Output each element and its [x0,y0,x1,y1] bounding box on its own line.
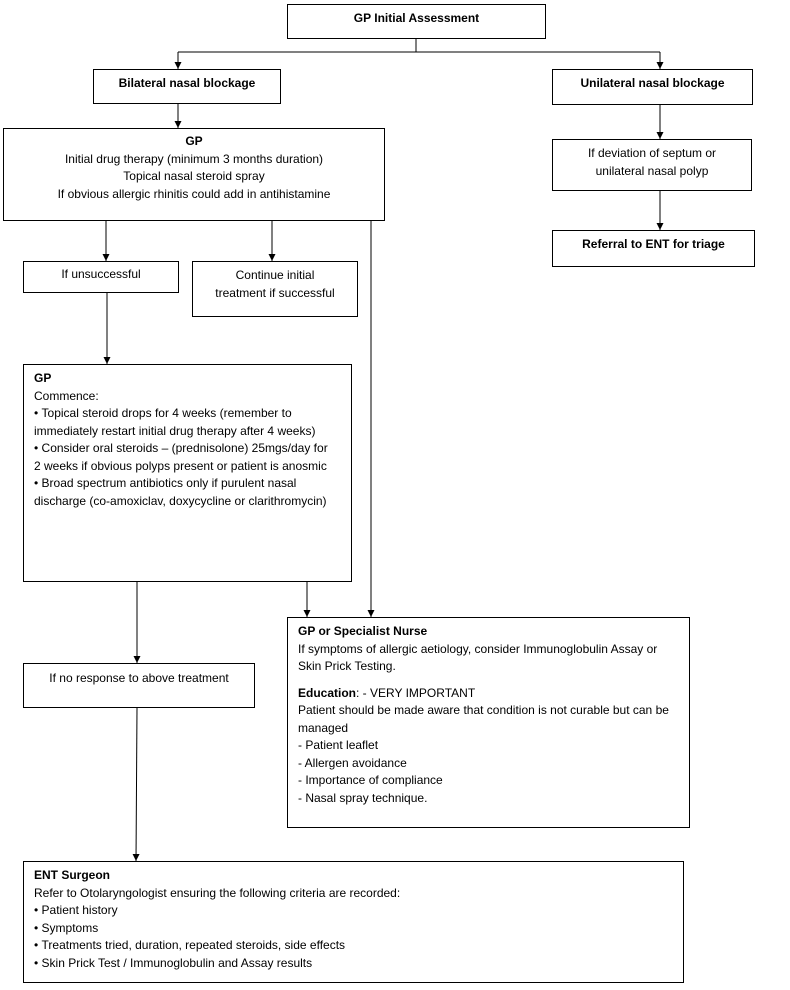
gp-initial-assessment-title: GP Initial Assessment [353,11,480,25]
no-response-box: If no response to above treatment [23,663,255,708]
deviation-septum-line-2: unilateral nasal polyp [595,163,709,178]
education-label: Education [298,685,357,700]
gp-nurse-item-3: - Importance of compliance [298,773,443,787]
gp-initial-drug-line-2: Topical nasal steroid spray [123,169,265,183]
bilateral-blockage-title: Bilateral nasal blockage [118,76,256,90]
gp-commence-bullet-1: Topical steroid drops for 4 weeks (remem… [34,405,337,440]
referral-triage-title: Referral to ENT for triage [582,237,725,251]
if-unsuccessful-box: If unsuccessful [23,261,179,293]
deviation-septum-box: If deviation of septum or unilateral nas… [552,139,752,191]
gp-initial-drug-box: GP Initial drug therapy (minimum 3 month… [3,128,385,221]
ent-surgeon-box: ENT Surgeon Refer to Otolaryngologist en… [23,861,684,983]
bilateral-blockage-box: Bilateral nasal blockage [93,69,281,104]
gp-nurse-item-2: - Allergen avoidance [298,755,407,770]
gp-initial-drug-line-1: Initial drug therapy (minimum 3 months d… [64,151,324,166]
ent-surgeon-bullet-2: Symptoms [34,920,673,938]
gp-initial-assessment-box: GP Initial Assessment [287,4,546,39]
unilateral-blockage-title: Unilateral nasal blockage [580,76,725,90]
gp-initial-drug-title: GP [185,134,203,148]
gp-commence-bullet-2: Consider oral steroids – (prednisolone) … [34,440,337,475]
referral-triage-box: Referral to ENT for triage [552,230,755,267]
gp-nurse-item-1: - Patient leaflet [298,738,379,752]
gp-commence-bullet-3: Broad spectrum antibiotics only if purul… [34,475,337,510]
gp-commence-box: GP Commence: Topical steroid drops for 4… [23,364,352,582]
ent-surgeon-intro: Refer to Otolaryngologist ensuring the f… [34,885,401,900]
gp-nurse-box: GP or Specialist Nurse If symptoms of al… [287,617,690,828]
continue-initial-box: Continue initial treatment if successful [192,261,358,317]
gp-commence-title: GP [34,371,52,385]
ent-surgeon-title: ENT Surgeon [34,868,111,882]
gp-nurse-education-text: Patient should be made aware that condit… [298,703,669,735]
gp-commence-intro: Commence: [34,388,99,403]
arrow-noresponse-to-ent [132,707,140,862]
education-suffix: : - VERY IMPORTANT [356,685,476,700]
ent-surgeon-bullet-3: Treatments tried, duration, repeated ste… [34,937,673,955]
gp-nurse-item-4: - Nasal spray technique. [298,790,428,805]
deviation-septum-line-1: If deviation of septum or [587,146,717,160]
gp-nurse-title: GP or Specialist Nurse [298,624,428,638]
continue-initial-line-2: treatment if successful [215,285,335,300]
ent-surgeon-bullet-4: Skin Prick Test / Immunoglobulin and Ass… [34,955,673,973]
continue-initial-line-1: Continue initial [235,268,315,282]
gp-initial-drug-line-3: If obvious allergic rhinitis could add i… [57,186,331,201]
ent-surgeon-bullet-1: Patient history [34,902,673,920]
if-unsuccessful-text: If unsuccessful [61,267,141,281]
unilateral-blockage-box: Unilateral nasal blockage [552,69,753,105]
no-response-text: If no response to above treatment [49,671,229,685]
gp-nurse-education-heading: Education: - VERY IMPORTANT [298,685,675,703]
gp-nurse-allergy-text: If symptoms of allergic aetiology, consi… [298,641,658,674]
